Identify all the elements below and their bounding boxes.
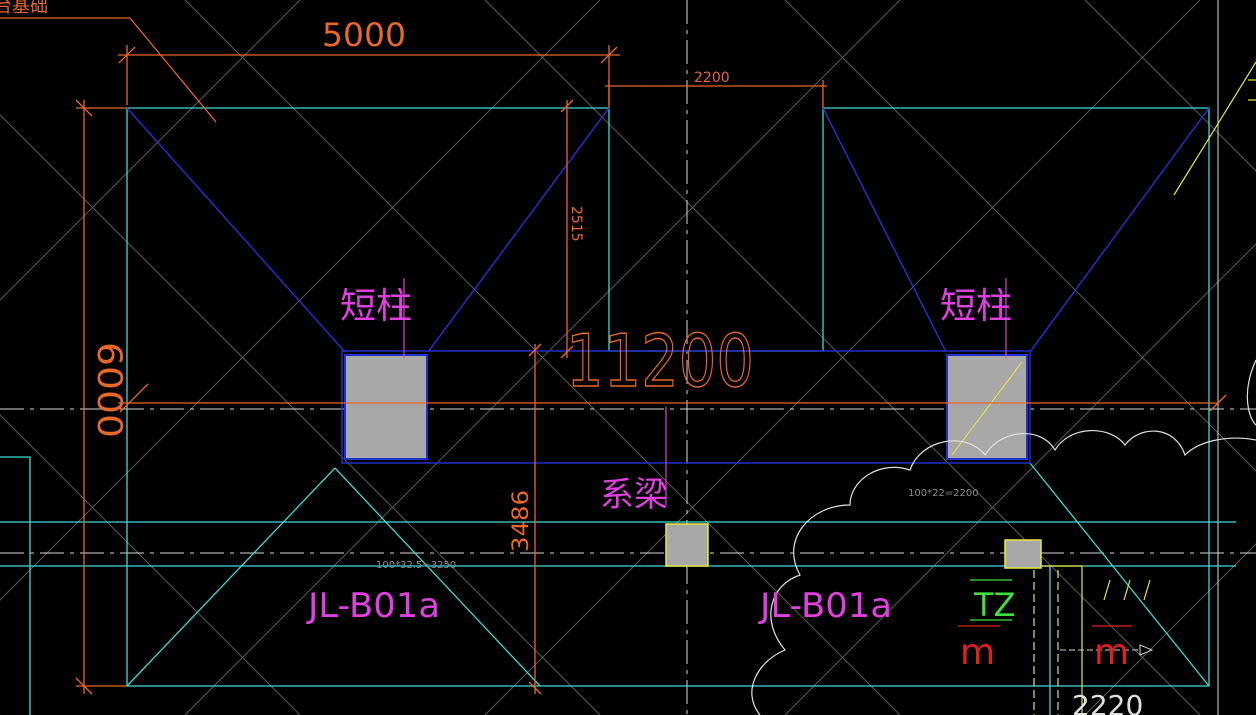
dim-3486-tick-bottom [528,681,542,695]
foundation-right-label: JL-B01a [758,586,892,626]
m-left-label: m [960,632,995,673]
dim-6000-tick-bottom [75,677,93,695]
yellow-mark-2 [1123,579,1131,601]
slope-right-outer [1029,107,1210,353]
pile-cap-slopes [126,107,1210,464]
dim-6000-mid-tick [119,383,149,413]
slope-left-bottom-b [334,467,541,687]
dim-11200-label: 11200 [566,319,754,403]
dim-11200-tick-right [1209,394,1227,412]
yellow-mark-1 [1103,579,1111,601]
yellow-line-top-right [1173,61,1256,196]
short-column-right-label: 短柱 [940,286,1012,327]
grid-line [1084,0,1256,172]
dim-3486-label: 3486 [509,490,534,552]
tie-beam-label: 系梁 [600,475,668,515]
tie-band-columns [665,523,1042,569]
tie-beam-outline [341,350,1031,464]
foundation-outline [0,107,1236,715]
m-right-label: m [1094,632,1129,673]
short-column-right-diagonal [951,361,1023,456]
short-column-left-label: 短柱 [340,286,412,327]
dim-2515-tick-top [560,99,574,113]
tie-column-center[interactable] [665,523,709,567]
grid-line [484,0,1201,715]
revision-cloud [751,430,1256,715]
dim-5000-label: 5000 [322,16,406,54]
arrow-head [1139,644,1154,656]
dim-5000-tick-right [600,46,618,64]
note-left: 100*32.5=3250 [376,560,456,571]
dimension-lines [0,17,1227,695]
dim-2515-tick-bottom [560,345,574,359]
slope-left-outer [126,107,346,353]
dim-bottom-right-label: 2220 [1072,689,1143,715]
revision-cloud-right [1246,359,1256,426]
slope-left-inner [427,107,610,353]
dim-2200-label: 2200 [694,70,730,86]
tz-label: TZ [973,586,1015,624]
grid-line [0,0,301,301]
grid-line [1084,543,1256,715]
left-edge-step [0,456,31,715]
leader-top-left [129,17,217,123]
slope-right-bottom [1029,462,1210,687]
grid-line [784,243,1256,715]
slope-left-bottom [126,467,336,687]
yellow-detail [1033,61,1256,715]
tz-marker [958,579,1154,656]
short-column-left[interactable] [344,354,428,460]
grid-line [0,414,301,715]
grid-line [0,0,601,601]
dim-2515-label: 2515 [568,206,584,242]
label-top-left-fragment: 台基础 [0,0,48,17]
dim-6000-tick-top [75,99,93,117]
slope-right-inner [822,107,947,353]
dim-5000-tick-left [118,46,136,64]
grid-line [184,0,901,715]
yellow-box-right [1042,565,1083,715]
dim-3486-tick-top [528,343,542,357]
foundation-left-label: JL-B01a [306,586,440,626]
yellow-mark-3 [1143,579,1151,601]
dim-6000-label: 6000 [89,342,129,438]
tie-column-right[interactable] [1004,539,1042,569]
leader-lines [403,278,1007,505]
note-right: 100*22=2200 [908,488,979,499]
revision-clouds [751,359,1256,715]
short-columns [344,354,1028,460]
